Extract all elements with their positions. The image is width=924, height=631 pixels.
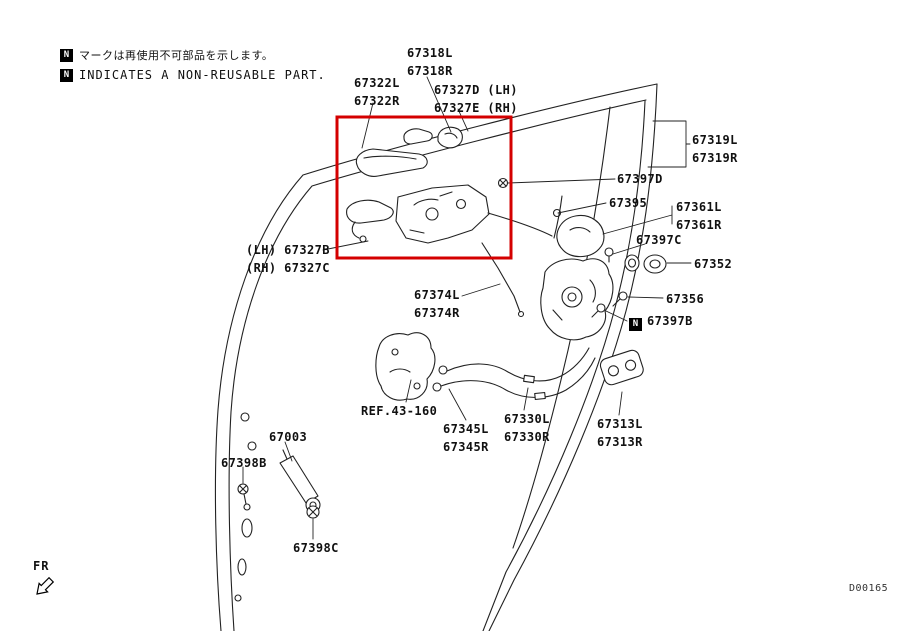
note-jp-text: マークは再使用不可部品を示します。: [79, 49, 274, 62]
part-label-67327E[interactable]: 67327E (RH): [434, 101, 518, 115]
part-label-67327C[interactable]: (RH) 67327C: [246, 261, 330, 275]
leader-lines: [242, 76, 692, 540]
part-key-rod: [552, 195, 563, 239]
part-bolt-67397C: [604, 247, 614, 263]
part-door-lock: [540, 258, 614, 341]
part-label-67319R[interactable]: 67319R: [692, 151, 738, 165]
part-cables: [432, 347, 596, 401]
drawing-code: D00165: [849, 583, 889, 594]
selection-highlight: [335, 115, 513, 260]
part-lock-rod: [481, 242, 525, 318]
part-grommet-67352: [643, 254, 667, 274]
part-grommet-small: [624, 254, 640, 272]
non-reusable-icon: N: [629, 318, 642, 331]
part-label-67330R[interactable]: 67330R: [504, 430, 550, 444]
part-lock-actuator: [556, 214, 605, 258]
part-label-67398B[interactable]: 67398B: [221, 456, 267, 470]
part-label-67398C[interactable]: 67398C: [293, 541, 339, 555]
part-label-67322R[interactable]: 67322R: [354, 94, 400, 108]
part-bolt-67397B: [591, 303, 606, 318]
part-label-67356[interactable]: 67356: [666, 292, 705, 306]
part-label-67397D[interactable]: 67397D: [617, 172, 663, 186]
part-outside-handle: [355, 148, 428, 177]
part-label-67322L[interactable]: 67322L: [354, 76, 400, 90]
part-door-check: [279, 449, 321, 513]
part-bolt-67356: [612, 291, 628, 307]
note-en-text: INDICATES A NON-REUSABLE PART.: [79, 68, 326, 82]
door-holes: [234, 412, 257, 602]
fr-direction-arrow: [36, 576, 55, 595]
part-label-67319L[interactable]: 67319L: [692, 133, 738, 147]
part-handle-base: [395, 184, 490, 244]
part-label-67361R[interactable]: 67361R: [676, 218, 722, 232]
part-label-67397B[interactable]: N 67397B: [629, 314, 693, 331]
part-handle-gasket: [346, 199, 394, 243]
part-handle-cover: [437, 126, 463, 149]
part-label-67318R[interactable]: 67318R: [407, 64, 453, 78]
part-label-ref-43-160[interactable]: REF.43-160: [361, 404, 438, 418]
part-bolt-67398B: [237, 483, 251, 511]
fr-label: FR: [33, 559, 50, 573]
part-ref-panel: [375, 332, 436, 401]
note-non-reusable-jp: N マークは再使用不可部品を示します。: [60, 48, 273, 63]
door-outline: [214, 83, 658, 631]
part-label-67313L[interactable]: 67313L: [597, 417, 643, 431]
part-label-67395[interactable]: 67395: [609, 196, 648, 210]
part-label-67397C[interactable]: 67397C: [636, 233, 682, 247]
part-label-67374L[interactable]: 67374L: [414, 288, 460, 302]
part-label-67327D[interactable]: 67327D (LH): [434, 83, 518, 97]
part-label-67352[interactable]: 67352: [694, 257, 733, 271]
non-reusable-icon: N: [60, 49, 73, 62]
note-non-reusable-en: N INDICATES A NON-REUSABLE PART.: [60, 68, 326, 83]
part-label-67330L[interactable]: 67330L: [504, 412, 550, 426]
part-label-67313R[interactable]: 67313R: [597, 435, 643, 449]
part-label-67374R[interactable]: 67374R: [414, 306, 460, 320]
part-label-67345L[interactable]: 67345L: [443, 422, 489, 436]
part-label-67361L[interactable]: 67361L: [676, 200, 722, 214]
part-bolt-67398C: [306, 505, 320, 519]
non-reusable-icon: N: [60, 69, 73, 82]
part-label-67318L[interactable]: 67318L: [407, 46, 453, 60]
part-label-67345R[interactable]: 67345R: [443, 440, 489, 454]
part-handle-cap: [403, 128, 433, 145]
part-connecting-rod: [487, 212, 553, 237]
part-label-67327B[interactable]: (LH) 67327B: [246, 243, 330, 257]
part-striker: [599, 349, 644, 386]
part-number-67397B: 67397B: [647, 314, 693, 328]
part-screw-67397D: [497, 177, 509, 189]
part-label-67003[interactable]: 67003: [269, 430, 308, 444]
